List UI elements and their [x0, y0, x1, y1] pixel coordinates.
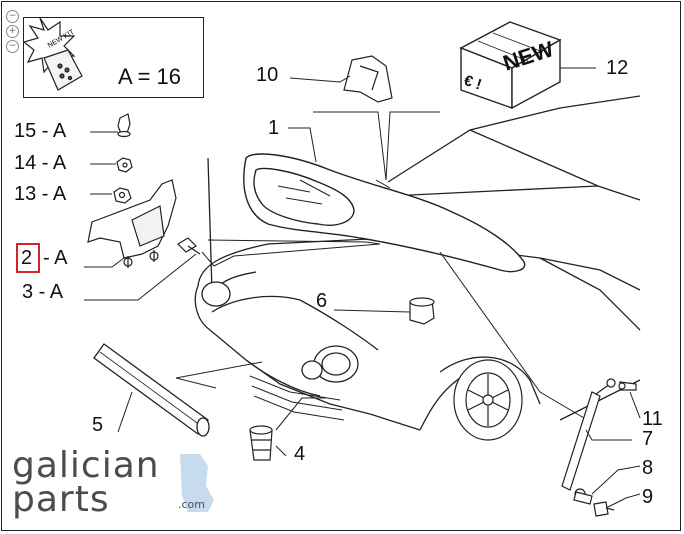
label-8: 8 — [642, 457, 654, 479]
car-body-outline — [194, 95, 641, 431]
zoom-reset-icon[interactable]: − — [6, 40, 19, 53]
kit-legend-box: A = 16 — [23, 17, 204, 98]
label-11: 11 — [642, 408, 663, 430]
label-15-a: 15 - A — [14, 120, 67, 142]
label-10: 10 — [256, 64, 279, 86]
part-12-crate — [459, 21, 562, 110]
headlights — [201, 281, 359, 383]
logo-domain: .com — [178, 498, 205, 511]
new-kit-bag-icon — [22, 17, 83, 91]
part-6-bump-stop — [409, 297, 435, 325]
logo-line-2: parts — [12, 479, 110, 520]
front-wheel — [453, 359, 523, 441]
front-grille — [249, 375, 345, 421]
label-1: 1 — [268, 117, 280, 139]
label-12: 12 — [606, 57, 629, 79]
label-5: 5 — [92, 414, 104, 436]
part-10-seal — [343, 55, 393, 103]
label-6: 6 — [316, 290, 328, 312]
part-15-clip — [117, 113, 131, 138]
label-13-a: 13 - A — [14, 183, 67, 205]
label-2-number[interactable]: 2 — [21, 247, 33, 269]
logo-accent-shape — [180, 454, 214, 512]
part-3-screw — [177, 237, 201, 255]
part-4-buffer — [249, 425, 273, 461]
label-9: 9 — [642, 486, 654, 508]
part-2-hinge — [87, 179, 177, 268]
label-4: 4 — [294, 443, 306, 465]
label-7: 7 — [642, 428, 654, 450]
part-8-ball-joint — [573, 488, 593, 505]
label-3-a: 3 - A — [22, 281, 64, 303]
zoom-in-icon[interactable]: + — [6, 25, 19, 38]
logo-line-1: galician — [12, 445, 160, 486]
part-14-nut — [116, 157, 133, 173]
label-2-suffix: - A — [43, 247, 68, 269]
part-11-pin — [618, 381, 637, 391]
label-14-a: 14 - A — [14, 152, 67, 174]
part-9-bolt — [593, 501, 615, 517]
part-13-nut — [113, 187, 132, 204]
part-7-gas-strut — [561, 378, 616, 491]
kit-legend-text: A = 16 — [118, 64, 182, 89]
leader-lines — [84, 67, 641, 509]
part-1-bonnet — [243, 153, 526, 273]
part-5-seal-strip — [93, 343, 210, 437]
part-2-highlight-box — [16, 243, 40, 273]
zoom-out-icon[interactable]: − — [6, 10, 19, 23]
